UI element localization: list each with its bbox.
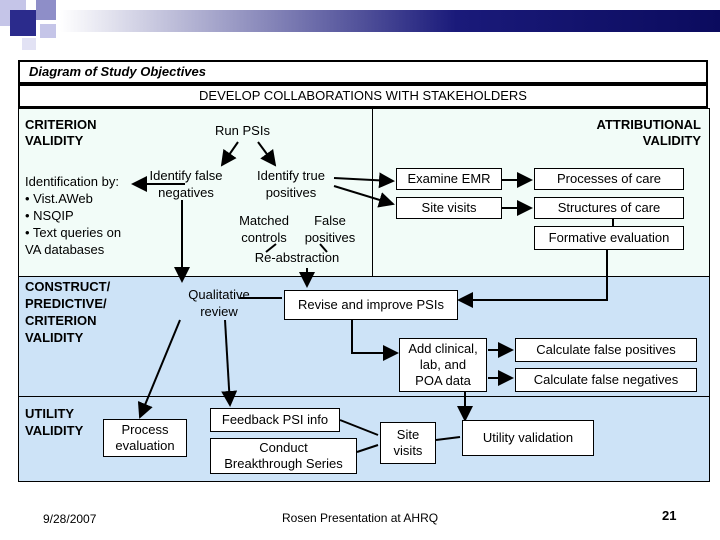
stakeholders-banner-text: DEVELOP COLLABORATIONS WITH STAKEHOLDERS (199, 88, 527, 103)
false-positives-node: False positives (304, 213, 356, 245)
diagram-title: Diagram of Study Objectives (29, 64, 206, 79)
structures-of-care-box: Structures of care (534, 197, 684, 219)
examine-emr-box: Examine EMR (396, 168, 502, 190)
revise-improve-psis-box: Revise and improve PSIs (284, 290, 458, 320)
header-gradient-bar (60, 10, 720, 32)
add-clinical-data-box: Add clinical, lab, and POA data (399, 338, 487, 392)
re-abstraction-node: Re-abstraction (254, 250, 340, 265)
calculate-false-positives-box: Calculate false positives (515, 338, 697, 362)
site-visits-bottom-box: Site visits (380, 422, 436, 464)
identify-false-negatives-node: Identify false negatives (149, 168, 223, 200)
stakeholders-banner (18, 84, 708, 108)
feedback-psi-info-box: Feedback PSI info (210, 408, 340, 432)
criterion-band (18, 108, 374, 278)
utility-validation-box: Utility validation (462, 420, 594, 456)
process-evaluation-box: Process evaluation (103, 419, 187, 457)
criterion-validity-label: CRITERION VALIDITY (25, 117, 97, 148)
identify-true-positives-node: Identify true positives (257, 168, 325, 200)
processes-of-care-box: Processes of care (534, 168, 684, 190)
utility-validity-label: UTILITY VALIDITY (25, 406, 84, 438)
qualitative-review-node: Qualitative review (188, 287, 250, 319)
run-psis-node: Run PSIs (215, 123, 270, 138)
title-strip (18, 60, 708, 84)
decor-square (40, 24, 56, 38)
attributional-validity-label: ATTRIBUTIONAL VALIDITY (596, 117, 701, 148)
decor-square (36, 0, 56, 20)
decor-square (10, 10, 36, 36)
site-visits-top-box: Site visits (396, 197, 502, 219)
decor-square (22, 38, 36, 50)
footer-date: 9/28/2007 (43, 512, 97, 526)
calculate-false-negatives-box: Calculate false negatives (515, 368, 697, 392)
construct-validity-label: CONSTRUCT/ PREDICTIVE/ CRITERION VALIDIT… (25, 279, 111, 345)
page-number: 21 (662, 508, 677, 523)
conduct-breakthrough-series-box: Conduct Breakthrough Series (210, 438, 357, 474)
identification-list: Identification by: • Vist.AWeb • NSQIP •… (25, 174, 122, 257)
footer-presenter: Rosen Presentation at AHRQ (282, 511, 439, 525)
matched-controls-node: Matched controls (239, 213, 289, 245)
formative-evaluation-box: Formative evaluation (534, 226, 684, 250)
